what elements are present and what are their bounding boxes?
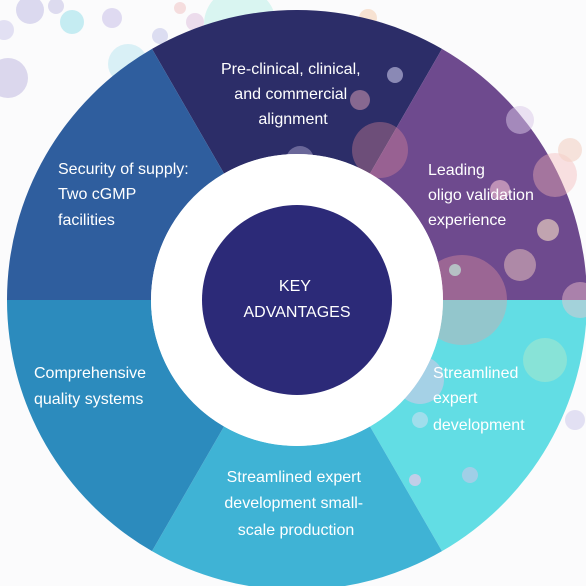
decorative-bubble	[350, 90, 370, 110]
label-preclinical-line-1: Pre-clinical, clinical,	[221, 61, 361, 78]
decorative-bubble	[0, 20, 14, 40]
decorative-bubble	[504, 249, 536, 281]
label-smallscale-line-3: scale production	[238, 522, 355, 539]
decorative-bubble	[409, 474, 421, 486]
center-label-line-2: ADVANTAGES	[244, 304, 351, 321]
decorative-bubble	[186, 13, 204, 31]
label-supply-line-1: Security of supply:	[58, 161, 189, 178]
label-security-of-supply: Security of supply: Two cGMP facilities	[58, 161, 193, 229]
decorative-bubble	[48, 0, 64, 14]
label-supply-line-3: facilities	[58, 212, 115, 229]
label-quality-line-2: quality systems	[34, 391, 143, 408]
decorative-bubble	[565, 410, 585, 430]
decorative-bubble	[60, 10, 84, 34]
decorative-bubble	[387, 67, 403, 83]
center-label-line-1: KEY	[279, 278, 311, 295]
label-streamlined-line-3: development	[433, 417, 525, 434]
label-streamlined-line-2: expert	[433, 390, 478, 407]
center-circle	[202, 205, 392, 395]
label-oligo-validation: Leading oligo validation experience	[428, 162, 538, 229]
label-streamlined-development: Streamlined expert development	[433, 365, 525, 434]
segment-streamlined-development	[370, 300, 586, 552]
label-preclinical-line-3: alignment	[258, 111, 328, 128]
decorative-bubble	[412, 412, 428, 428]
decorative-bubble	[537, 219, 559, 241]
decorative-bubble	[506, 106, 534, 134]
label-oligo-line-1: Leading	[428, 162, 485, 179]
label-quality-systems: Comprehensive quality systems	[34, 365, 151, 408]
center-label: KEY ADVANTAGES	[244, 278, 351, 321]
decorative-bubble	[449, 264, 461, 276]
segment-quality-systems	[7, 300, 224, 552]
decorative-bubble	[352, 122, 408, 178]
label-oligo-line-2: oligo validation	[428, 187, 534, 204]
label-preclinical-line-2: and commercial	[234, 86, 347, 103]
decorative-bubble	[152, 28, 168, 44]
decorative-bubble	[16, 0, 44, 24]
decorative-bubble	[174, 2, 186, 14]
decorative-bubble	[562, 282, 586, 318]
advantages-ring	[7, 9, 586, 586]
decorative-bubble	[533, 153, 577, 197]
label-streamlined-line-1: Streamlined	[433, 365, 518, 382]
label-smallscale-line-2: development small-	[224, 495, 363, 512]
label-oligo-line-3: experience	[428, 212, 506, 229]
segment-preclinical	[152, 9, 442, 174]
decorative-bubble	[462, 467, 478, 483]
decorative-bubble	[558, 138, 582, 162]
decorative-bubble	[102, 8, 122, 28]
label-smallscale-line-1: Streamlined expert	[227, 469, 362, 486]
segment-small-scale-production	[152, 426, 442, 586]
segment-oligo-validation	[370, 48, 586, 300]
label-small-scale-production: Streamlined expert development small- sc…	[224, 469, 367, 539]
label-preclinical: Pre-clinical, clinical, and commercial a…	[221, 61, 365, 128]
decorative-bubble	[0, 58, 28, 98]
decorative-bubble	[523, 338, 567, 382]
label-supply-line-2: Two cGMP	[58, 186, 136, 203]
segment-security-of-supply	[7, 48, 224, 301]
label-quality-line-1: Comprehensive	[34, 365, 146, 382]
decorative-bubble	[490, 180, 510, 200]
